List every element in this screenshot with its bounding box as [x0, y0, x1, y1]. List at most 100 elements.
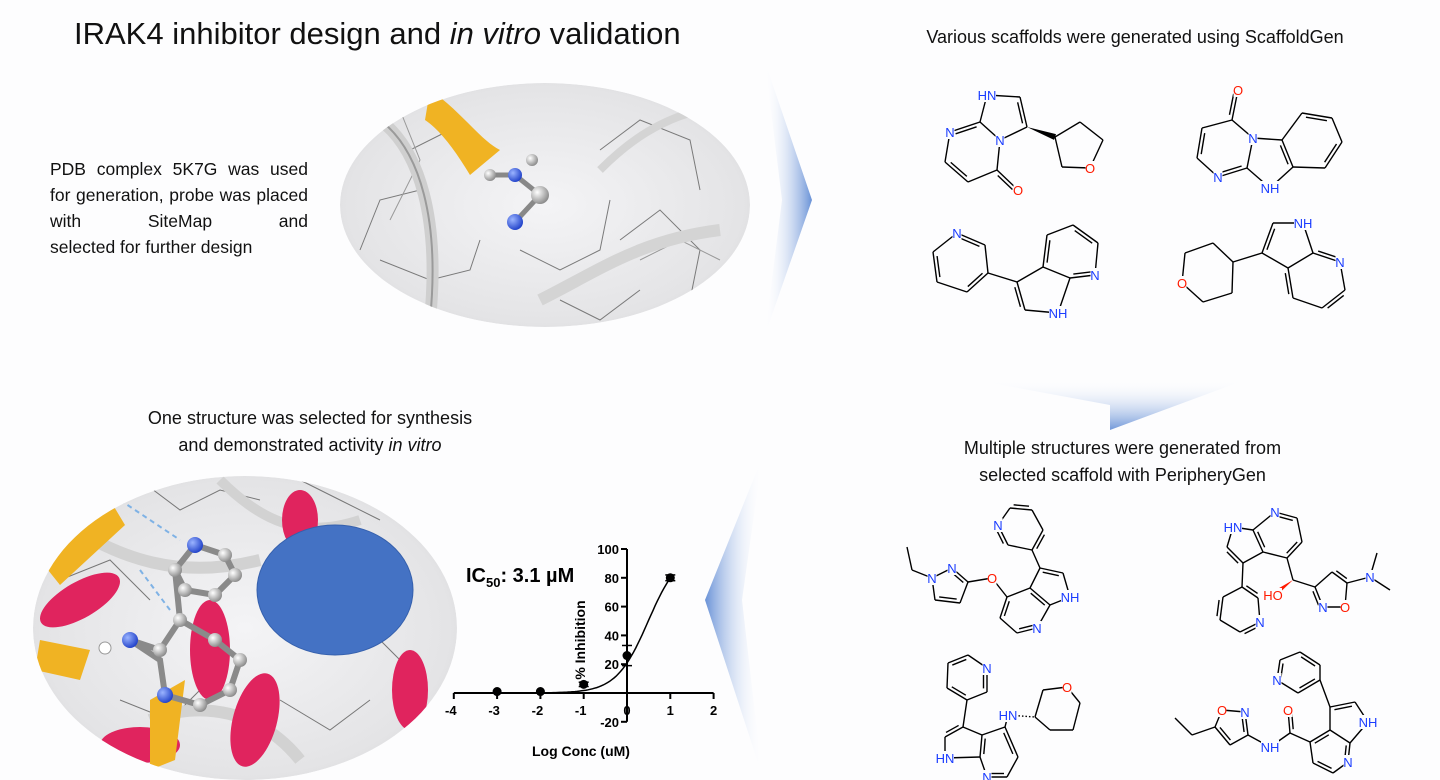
bond	[1292, 579, 1316, 588]
double-bond	[1312, 591, 1320, 606]
helix	[230, 673, 280, 767]
bond	[966, 272, 989, 293]
double-bond	[1317, 760, 1332, 769]
atom-label-bg	[1032, 621, 1042, 635]
bond	[1061, 166, 1091, 169]
atom-label: N	[1240, 705, 1249, 720]
bond	[956, 232, 986, 246]
bond	[1029, 587, 1051, 606]
y-tick-label: 60	[605, 600, 619, 615]
bond	[1287, 267, 1294, 299]
atom-label-bg	[1224, 520, 1242, 534]
atom-label: N	[947, 561, 956, 576]
atom-label-bg	[995, 133, 1005, 147]
down-arrow-chevron	[975, 380, 1245, 430]
atom-label-bg	[1013, 183, 1023, 197]
bond	[1261, 222, 1274, 254]
bond	[1232, 252, 1263, 263]
bond	[946, 687, 968, 701]
atom-label-bg	[927, 571, 937, 585]
double-bond	[1266, 228, 1276, 250]
double-bond	[945, 724, 959, 734]
double-bond	[1073, 271, 1091, 275]
bond	[987, 272, 1018, 283]
atom-label-bg	[1233, 83, 1243, 97]
double-bond	[1226, 551, 1239, 564]
periphery-heading-line1: Multiple structures were generated from	[963, 438, 1282, 458]
atom-label: N	[993, 518, 1002, 533]
bond	[1241, 562, 1244, 588]
bond	[1006, 587, 1031, 598]
bond	[1006, 756, 1019, 778]
atom-label: N	[1365, 570, 1374, 585]
atom-label-bg	[978, 88, 996, 102]
atom-label-bg	[1090, 268, 1100, 282]
bond	[1286, 557, 1294, 581]
double-bond	[1257, 531, 1266, 548]
bond	[1007, 544, 1033, 551]
double-bond	[1284, 272, 1290, 295]
x-tick-label: -3	[488, 703, 500, 718]
bond	[1042, 234, 1048, 268]
bond	[999, 617, 1018, 634]
bond	[1046, 224, 1074, 236]
double-bond	[959, 237, 980, 248]
atom-label-bg	[952, 226, 962, 240]
bond	[1174, 717, 1193, 736]
bond	[1241, 586, 1259, 599]
atom-label: HN	[978, 88, 997, 103]
wedge-bond	[1027, 127, 1057, 140]
double-bond	[1014, 286, 1022, 307]
atom-label: O	[1177, 276, 1187, 291]
bond	[1281, 139, 1294, 168]
bond	[1297, 679, 1321, 694]
bond	[1054, 136, 1063, 168]
double-bond	[950, 161, 968, 177]
atom-label: HN	[936, 751, 955, 766]
double-bond	[1279, 145, 1289, 165]
bond	[944, 161, 969, 183]
atom-label: N	[952, 226, 961, 241]
double-bond	[1299, 678, 1316, 689]
bond	[1072, 702, 1081, 731]
data-point	[535, 687, 545, 697]
bond	[1329, 729, 1351, 744]
data-point	[492, 687, 502, 697]
description-last-line: selected for further design	[50, 237, 253, 257]
double-bond	[1334, 705, 1353, 711]
double-bond	[1016, 102, 1024, 124]
atom-label-bg	[1264, 588, 1282, 602]
double-bond	[1030, 592, 1046, 606]
bond	[1016, 266, 1044, 283]
atom-label-bg	[1049, 306, 1067, 320]
bond	[936, 281, 968, 293]
double-bond	[1335, 570, 1348, 580]
atom-label: NH	[1359, 715, 1378, 730]
bond	[1309, 729, 1331, 743]
bond	[1214, 726, 1231, 746]
bond	[1279, 651, 1301, 661]
bond	[1231, 261, 1234, 294]
bond	[1292, 297, 1323, 309]
atom-label: N	[982, 661, 991, 676]
bond	[1201, 119, 1233, 129]
bond	[1281, 112, 1303, 141]
atom-label-bg	[987, 571, 997, 585]
double-bond	[1216, 599, 1220, 617]
bond	[1301, 112, 1333, 119]
double-bond	[1286, 541, 1298, 554]
description-body: PDB complex 5K7G was used for generation…	[50, 159, 308, 231]
ic50-annotation: IC50: 3.1 µM	[466, 565, 574, 590]
atom-label: N	[1270, 505, 1279, 520]
atom-label: N	[1335, 255, 1344, 270]
atom-label: NH	[1061, 590, 1080, 605]
bond	[1031, 509, 1044, 531]
atom-label-bg	[1261, 740, 1279, 754]
bond	[1321, 289, 1346, 309]
